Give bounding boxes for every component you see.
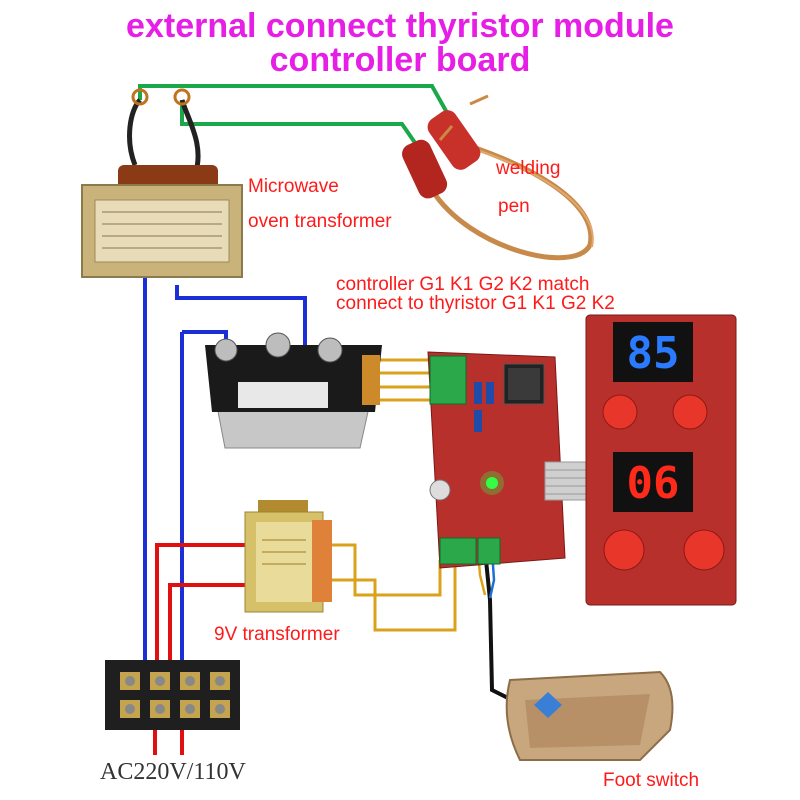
label-controller-note-line1: controller G1 K1 G2 K2 match [336, 274, 590, 295]
display-top-bezel [613, 322, 693, 382]
title-line-2: controller board [269, 41, 531, 79]
red-wire-1 [155, 543, 245, 672]
power-terminal-block [439, 537, 477, 565]
red-wires [153, 543, 245, 755]
ring-terminal-right [173, 88, 191, 106]
pen-tip-lower [438, 125, 454, 141]
terminal-block [105, 660, 240, 730]
button-bottom-left [603, 529, 645, 571]
terminal-block-body [105, 660, 240, 730]
terminal-2 [265, 332, 291, 358]
button-top-left [602, 394, 638, 430]
controller-board [427, 351, 606, 569]
status-led [486, 477, 498, 489]
warning-label [94, 199, 230, 263]
label-welding-line1: welding [496, 158, 561, 179]
gate-terminal-block [429, 355, 467, 405]
microwave-transformer [81, 88, 243, 278]
foot-switch-cable [476, 549, 513, 702]
secondary-coil-right [179, 99, 201, 176]
transformer-9v-bracket [258, 500, 308, 514]
blue-wire-2 [175, 285, 307, 348]
potentiometer [429, 479, 451, 501]
green-wire-upper [138, 84, 452, 119]
terminal-1 [214, 338, 238, 362]
label-welding-line2: pen [498, 196, 530, 217]
welding-pen [402, 94, 594, 261]
orange-wires [315, 358, 457, 632]
label-ac-input: AC220V/110V [100, 759, 246, 785]
thyristor-module [205, 332, 382, 449]
pen-handle-upper [427, 110, 481, 170]
label-controller-note-line2: connect to thyristor G1 K1 G2 K2 [336, 293, 615, 314]
pen-tip-upper [469, 94, 489, 106]
terminal-3 [317, 337, 343, 363]
switch-terminal-block [477, 537, 501, 565]
button-top-right [672, 394, 708, 430]
pen-handle-lower [402, 139, 448, 199]
orange-wire-1 [315, 543, 442, 597]
display-bottom: 06 [627, 458, 680, 509]
module-label [238, 382, 328, 408]
label-transformer-9v: 9V transformer [214, 624, 340, 645]
secondary-coil-left [127, 98, 142, 166]
foot-switch [505, 670, 674, 761]
display-bottom-bezel [613, 452, 693, 512]
button-bottom-right [683, 529, 725, 571]
label-foot-switch: Foot switch [603, 770, 700, 791]
green-wire-lower [180, 100, 422, 152]
title-line-1: external connect thyristor module [126, 7, 674, 45]
label-microwave-line1: Microwave [248, 176, 339, 197]
green-wires [138, 84, 452, 152]
orange-wire-2 [315, 560, 457, 632]
transformer-9v-coil [312, 520, 332, 602]
blue-wires [143, 275, 307, 672]
red-wire-2 [168, 583, 245, 672]
transformer-9v [244, 500, 332, 613]
ring-terminal-left [131, 88, 149, 106]
foot-switch-logo [534, 692, 562, 718]
label-microwave-line2: oven transformer [248, 211, 392, 232]
display-top: 85 [627, 328, 680, 379]
display-panel: 85 06 [585, 314, 737, 606]
